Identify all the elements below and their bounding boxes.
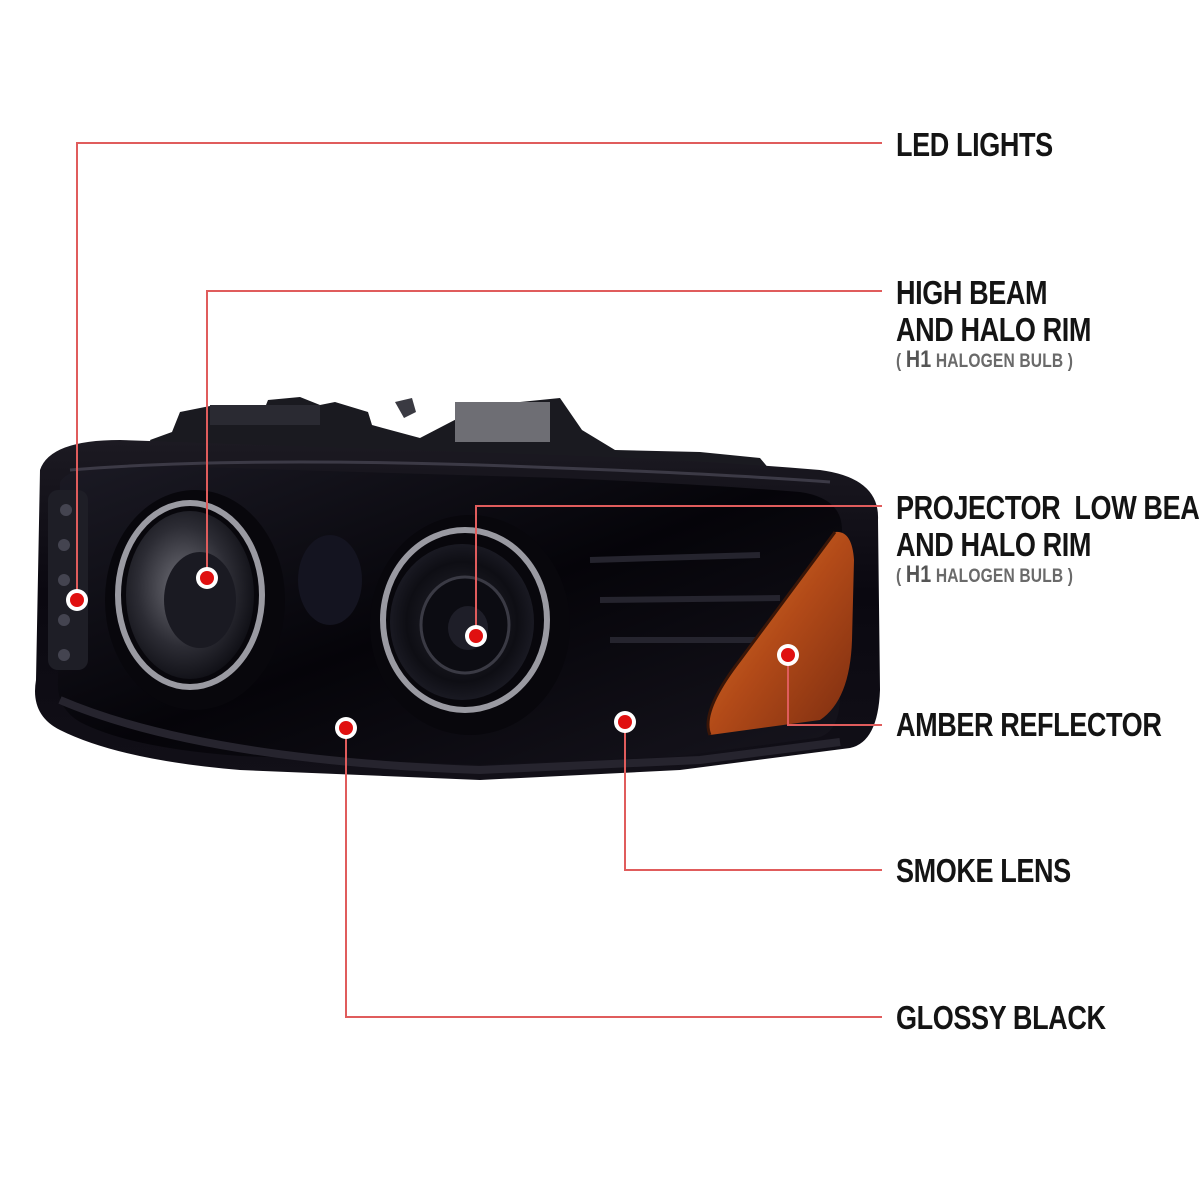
callout-line-glossy-black <box>345 728 882 1018</box>
callout-line-low-beam <box>475 505 882 636</box>
callout-dot-low-beam <box>465 625 487 647</box>
high-beam-unit <box>105 490 285 710</box>
callout-line-smoke-lens <box>624 722 882 871</box>
bracket-tab <box>395 398 416 418</box>
amber-reflector-edge <box>706 531 837 736</box>
callout-line-amber-reflector <box>787 655 882 726</box>
callout-dot-led-lights <box>66 589 88 611</box>
callout-dot-smoke-lens <box>614 711 636 733</box>
top-bracket <box>210 405 320 425</box>
callout-line-high-beam <box>206 290 882 578</box>
top-edge-highlight <box>69 460 831 484</box>
callout-dot-amber-reflector <box>777 644 799 666</box>
label-glossy-black: GLOSSY BLACK <box>896 999 1106 1036</box>
low-beam-bulb-note: ( H1 HALOGEN BULB ) <box>896 561 1074 588</box>
label-smoke-lens: SMOKE LENS <box>896 852 1071 889</box>
callout-dot-high-beam <box>196 567 218 589</box>
low-beam-projector <box>370 515 570 735</box>
label-led-lights: LED LIGHTS <box>896 126 1053 163</box>
high-beam-bulb-note: ( H1 HALOGEN BULB ) <box>896 346 1074 373</box>
callout-line-led-lights <box>76 142 882 600</box>
center-socket <box>298 535 362 625</box>
top-label-pad <box>455 402 550 442</box>
amber-reflector <box>708 531 854 735</box>
headlight-assembly <box>35 397 880 780</box>
callout-lines <box>76 142 882 1018</box>
label-low-beam: PROJECTOR LOW BEAM AND HALO RIM ( H1 HAL… <box>896 489 1200 589</box>
callout-dot-glossy-black <box>335 717 357 739</box>
bottom-trim <box>58 696 841 775</box>
callout-dots <box>66 567 799 739</box>
led-strip <box>48 490 88 670</box>
label-amber-reflector: AMBER REFLECTOR <box>896 706 1162 743</box>
label-high-beam: HIGH BEAM AND HALO RIM ( H1 HALOGEN BULB… <box>896 274 1092 373</box>
